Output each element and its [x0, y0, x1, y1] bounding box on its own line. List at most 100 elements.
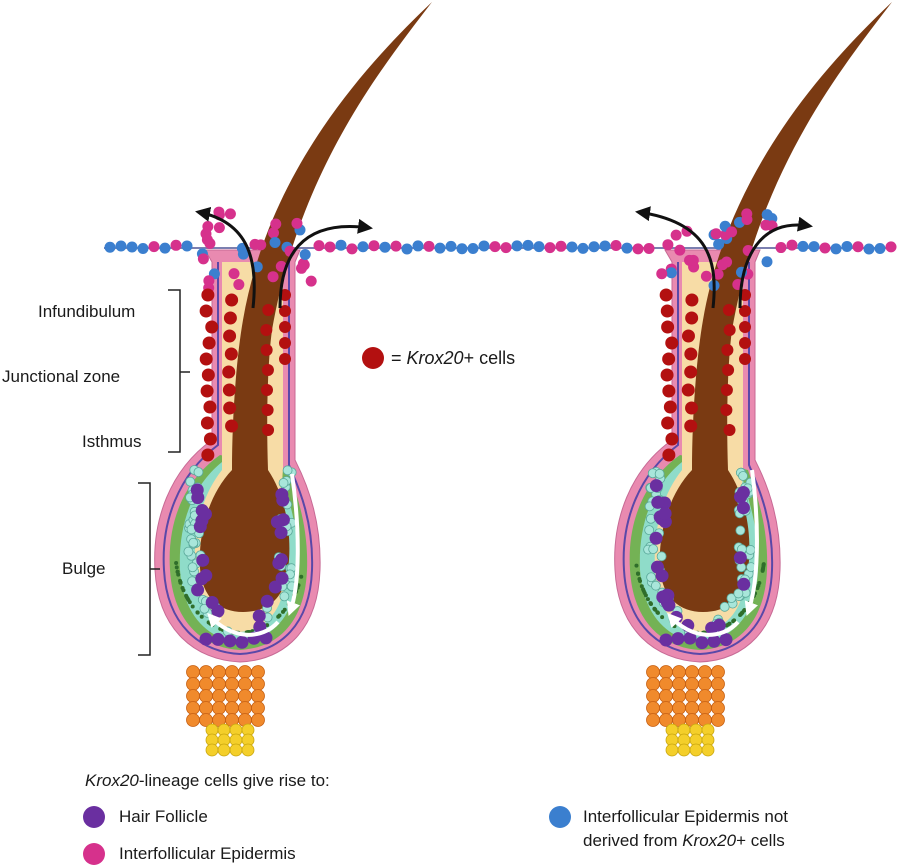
blue-cell: [566, 241, 578, 253]
purple-cell: [650, 560, 664, 574]
label-bulge: Bulge: [62, 559, 106, 578]
magenta-cell: [741, 213, 753, 225]
blue-cell: [808, 241, 820, 253]
krox20-cell: [684, 365, 698, 379]
krox20-cell: [203, 432, 217, 446]
papilla-cell-orange: [186, 701, 200, 715]
purple-cell: [649, 479, 663, 493]
nd-pre: derived from: [583, 831, 683, 850]
key-eq: =: [391, 348, 407, 368]
dermal-papilla-cells: [186, 665, 725, 757]
krox20-cell: [223, 401, 237, 415]
teal-cell: [719, 601, 730, 612]
krox20-cell: [660, 304, 674, 318]
blue-cell: [599, 240, 611, 252]
purple-cell: [671, 632, 685, 646]
arrow-curve-bottom: [667, 612, 740, 637]
papilla-cell-orange: [225, 689, 239, 703]
krox20-cell: [665, 432, 679, 446]
purple-cell: [737, 577, 751, 591]
magenta-cell: [852, 241, 864, 253]
magenta-cell: [197, 253, 209, 265]
green-cell: [648, 601, 653, 606]
krox20-cell: [201, 368, 215, 382]
arrow-up-right: [738, 216, 813, 309]
krox20-cell: [722, 364, 735, 376]
blue-cell: [137, 243, 149, 255]
krox20-cell: [662, 384, 676, 398]
papilla-cell-orange: [212, 677, 226, 691]
magenta-cell: [270, 218, 282, 230]
blue-cell: [126, 241, 138, 253]
arrow-down-right: [286, 473, 300, 616]
green-cell: [643, 593, 648, 598]
papilla-cell-orange: [646, 677, 660, 691]
blue-cell: [761, 256, 773, 268]
papilla-cell-orange: [212, 689, 226, 703]
green-cell: [639, 584, 644, 589]
papilla-cell-yellow: [217, 743, 231, 757]
arrow-up-left: [635, 206, 716, 309]
krox20-cell: [205, 320, 219, 334]
blue-cell: [115, 240, 127, 252]
arrow-curve-bottom: [207, 612, 280, 637]
basement-line: [622, 262, 774, 656]
green-cell: [634, 563, 639, 568]
legend-hair-follicle: Hair Follicle: [119, 807, 208, 826]
krox20-cell: [222, 383, 236, 397]
papilla-cell-orange: [238, 689, 252, 703]
teal-cell: [735, 525, 746, 536]
papilla-cell-orange: [251, 665, 265, 679]
green-cell: [739, 611, 744, 616]
basement-line: [162, 262, 314, 656]
green-cell: [641, 587, 646, 592]
purple-cell: [235, 635, 249, 649]
papilla-cell-orange: [199, 689, 213, 703]
blue-cell: [713, 238, 725, 250]
hair-shaft: [659, 2, 892, 612]
purple-cell: [658, 506, 672, 520]
green-cell: [645, 597, 650, 602]
green-cell: [638, 579, 643, 584]
purple-cell: [191, 583, 205, 597]
purple-cell: [651, 495, 665, 509]
teal-cell: [188, 537, 199, 548]
green-cell: [199, 614, 204, 619]
krox20-cell: [225, 419, 239, 433]
papilla-cell-orange: [672, 689, 686, 703]
magenta-cell: [500, 242, 512, 254]
green-cell: [755, 586, 760, 591]
krox20-cell: [262, 304, 275, 316]
magenta-cell: [423, 240, 435, 252]
papilla-cell-yellow: [701, 743, 715, 757]
krox20-cell: [261, 404, 274, 416]
papilla-cell-yellow: [665, 743, 679, 757]
krox20-cell: [684, 347, 698, 361]
green-cell: [660, 615, 665, 620]
green-cell: [636, 571, 641, 576]
teal-cell: [282, 465, 293, 476]
magenta-cell: [390, 240, 402, 252]
purple-cell: [719, 633, 733, 647]
papilla-cell-orange: [672, 665, 686, 679]
blue-cell: [445, 240, 457, 252]
hair-shaft: [199, 2, 432, 612]
krox20-cell: [223, 311, 237, 325]
key-gene: Krox20: [406, 348, 464, 368]
krox20-cell: [224, 347, 238, 361]
papilla-cell-yellow: [229, 743, 243, 757]
papilla-cell-orange: [659, 677, 673, 691]
papilla-cell-yellow: [241, 743, 255, 757]
magenta-cell: [684, 254, 696, 266]
purple-cell: [707, 634, 721, 648]
teal-cell: [278, 478, 289, 488]
blue-cell: [104, 241, 116, 253]
papilla-cell-yellow: [677, 743, 691, 757]
blue-cell: [456, 243, 468, 255]
krox20-cell: [279, 305, 291, 317]
blue-cell: [874, 242, 886, 254]
magenta-cell: [656, 268, 668, 280]
surface-cells: [104, 206, 897, 294]
magenta-cell: [202, 221, 214, 233]
magenta-cell: [775, 242, 787, 254]
